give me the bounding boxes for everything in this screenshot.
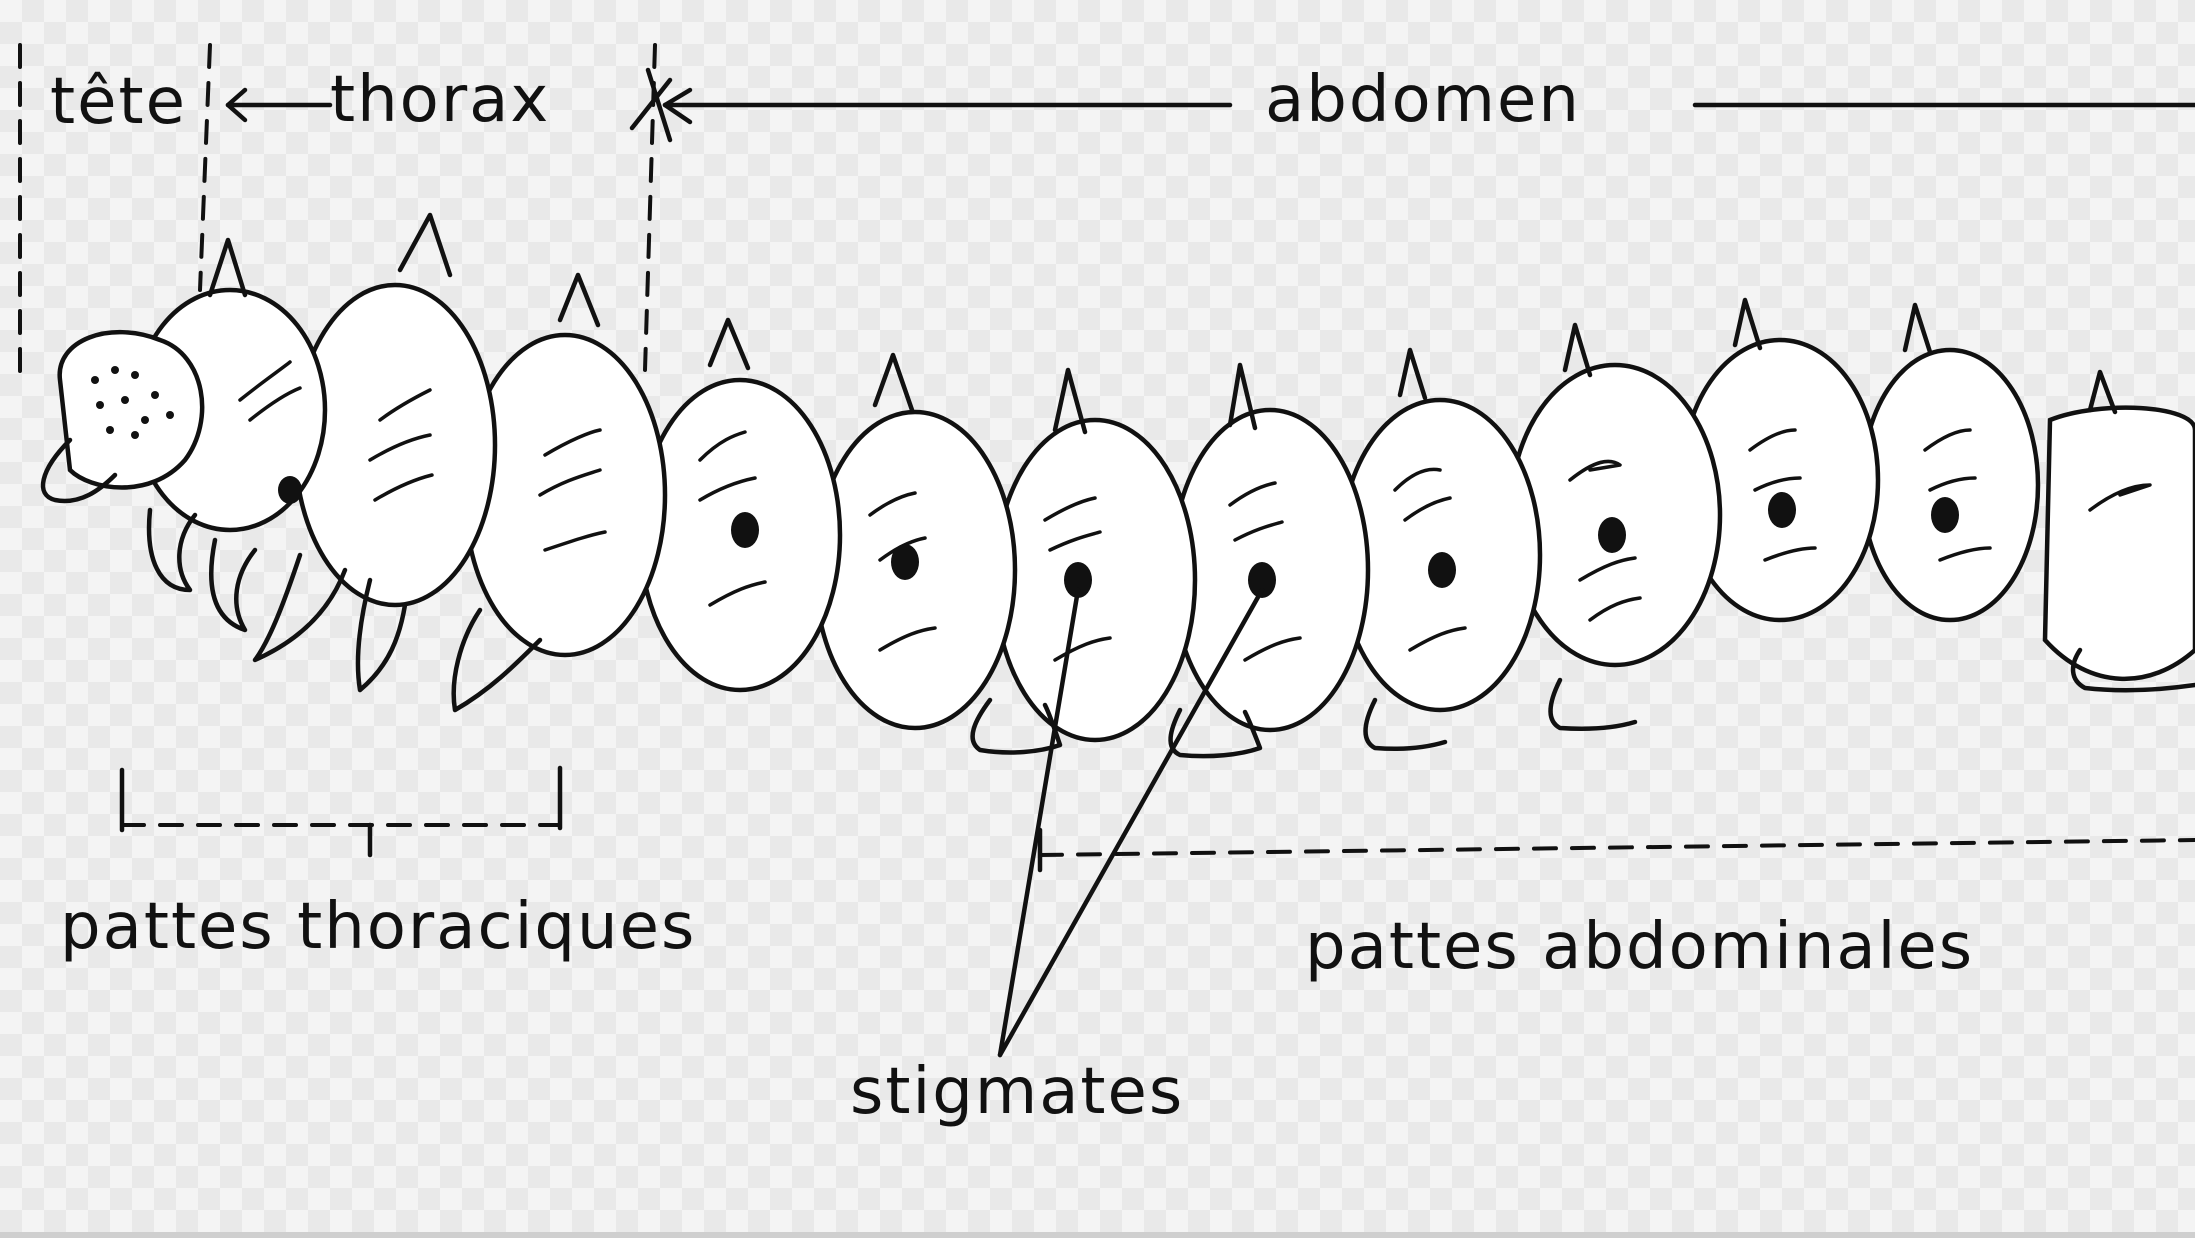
label-abdomen: abdomen [1265, 68, 1581, 132]
leg-brackets [122, 768, 2195, 870]
head [60, 332, 202, 487]
caterpillar-body [43, 285, 2195, 740]
label-thorax: thorax [330, 68, 550, 132]
segment-13 [2045, 408, 2195, 679]
tete-thorax-boundary [200, 45, 210, 290]
segment-12 [1862, 350, 2038, 620]
segment-7 [995, 420, 1195, 740]
spiracle-thorax [278, 476, 302, 504]
segment-10 [1510, 365, 1720, 665]
label-stigmates: stigmates [850, 1060, 1184, 1124]
segment-4 [465, 335, 665, 655]
label-pattes-abdominales: pattes abdominales [1305, 915, 1974, 979]
abdominal-bracket-line [1040, 840, 2195, 855]
bottom-edge [0, 1232, 2195, 1238]
label-tete: tête [50, 70, 187, 134]
label-pattes-thoraciques: pattes thoraciques [60, 895, 696, 959]
